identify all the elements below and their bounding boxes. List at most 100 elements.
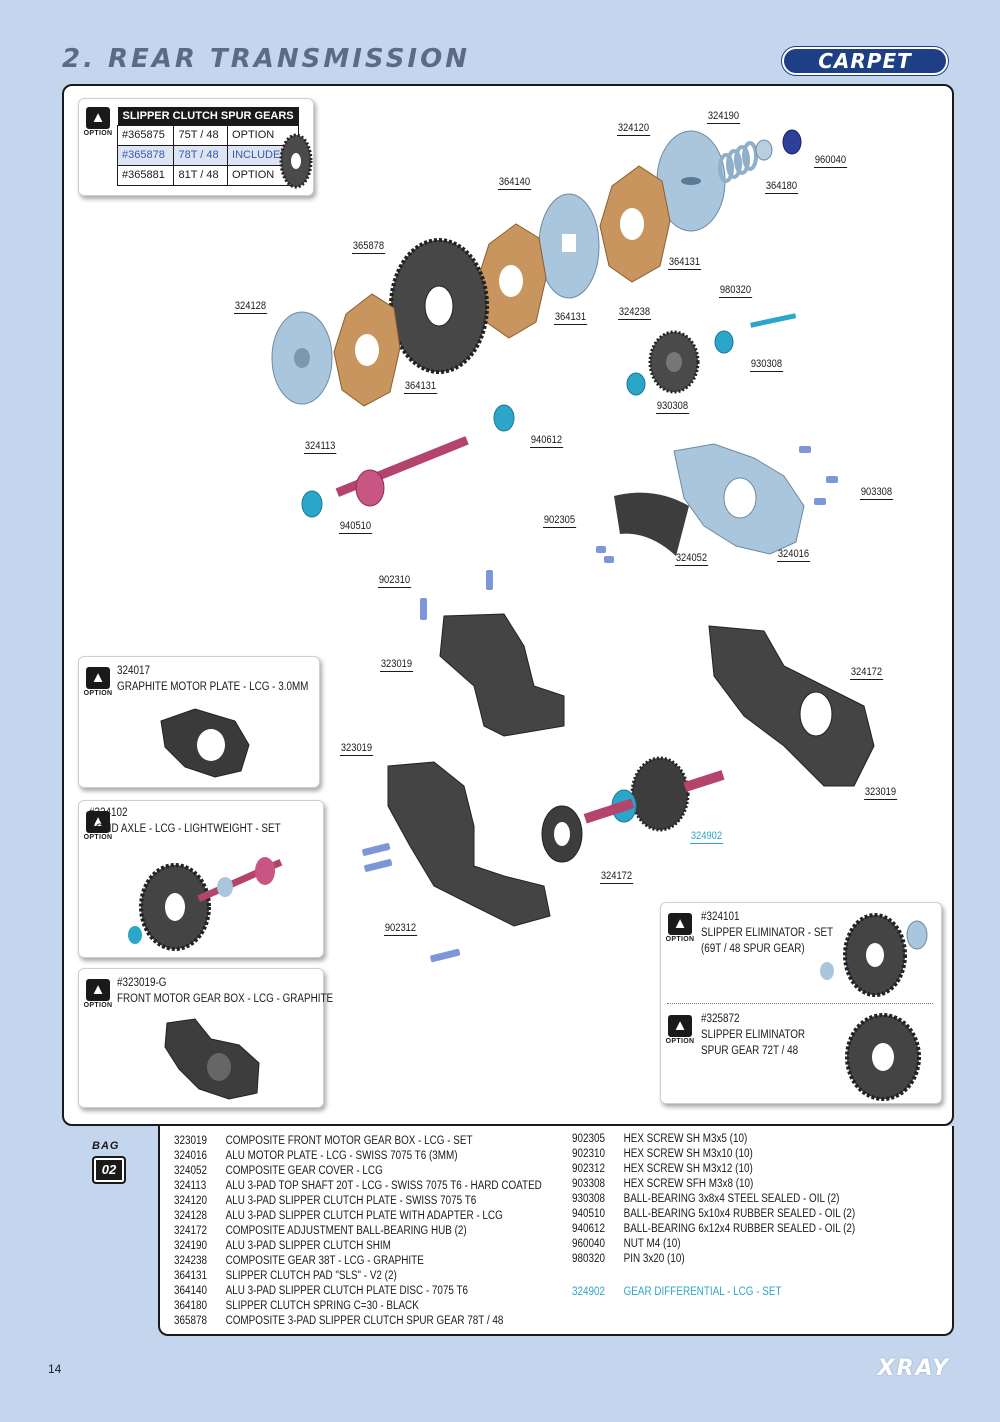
option-label: OPTION bbox=[665, 1038, 695, 1045]
callout-label: 940612 bbox=[530, 434, 563, 448]
callout-label: 364180 bbox=[765, 180, 798, 194]
spur-table-header: SLIPPER CLUTCH SPUR GEARS bbox=[117, 107, 299, 125]
callout-label: 902305 bbox=[543, 514, 576, 528]
gearbox-upper-shape bbox=[439, 613, 565, 737]
callout-label: 323019 bbox=[340, 742, 373, 756]
option-description: FRONT MOTOR GEAR BOX - LCG - GRAPHITE bbox=[117, 993, 334, 1005]
table-cell-ratio: 75T / 48 bbox=[173, 124, 229, 146]
option-part-number: #324101 bbox=[701, 911, 740, 923]
callout-label: 364140 bbox=[498, 176, 531, 190]
table-cell-status: OPTION bbox=[227, 124, 300, 146]
callout-label: 930308 bbox=[750, 358, 783, 372]
callout-label: 902310 bbox=[378, 574, 411, 588]
bearing-shape bbox=[714, 330, 734, 354]
callout-label: 324172 bbox=[600, 870, 633, 884]
option-description: SLIPPER ELIMINATOR bbox=[701, 1029, 806, 1041]
option-label: OPTION bbox=[665, 936, 695, 943]
page-number: 14 bbox=[48, 1362, 62, 1376]
option-description-2: SPUR GEAR 72T / 48 bbox=[701, 1045, 799, 1057]
option-part-number: #324102 bbox=[89, 807, 128, 819]
table-cell-part: #365878 bbox=[116, 144, 175, 166]
brand-logo: XRAY bbox=[877, 1356, 950, 1381]
thumbs-up-icon: ▲ bbox=[86, 107, 110, 129]
option-label: OPTION bbox=[83, 834, 113, 841]
option-box-slipper-spur-gears: ▲ OPTION SLIPPER CLUTCH SPUR GEARS #3658… bbox=[78, 98, 314, 196]
table-cell-part: #365881 bbox=[116, 164, 175, 186]
callout-label-differential: 324902 bbox=[690, 830, 723, 844]
callout-label: 324052 bbox=[675, 552, 708, 566]
bag-number: 02 bbox=[92, 1156, 126, 1184]
option-label: OPTION bbox=[83, 130, 113, 137]
callout-label: 930308 bbox=[656, 400, 689, 414]
thumbs-up-icon: ▲ bbox=[668, 913, 692, 935]
callout-label: 324016 bbox=[777, 548, 810, 562]
callout-label: 364131 bbox=[404, 380, 437, 394]
option-part-number: 324017 bbox=[117, 665, 151, 677]
callout-label: 940510 bbox=[339, 520, 372, 534]
gear-box-thumbnail bbox=[164, 1018, 260, 1100]
thumbs-up-icon: ▲ bbox=[86, 979, 110, 1001]
bag-label: BAG bbox=[92, 1140, 120, 1152]
option-box-motor-plate: ▲ OPTION 324017 GRAPHITE MOTOR PLATE - L… bbox=[78, 656, 320, 788]
table-row: #365878 78T / 48 INCLUDED bbox=[116, 144, 300, 166]
gearbox-lower-shape bbox=[387, 761, 551, 927]
table-row: #365875 75T / 48 OPTION bbox=[116, 124, 300, 146]
table-cell-ratio: 78T / 48 bbox=[173, 144, 229, 166]
callout-label: 324190 bbox=[707, 110, 740, 124]
option-description-2: (69T / 48 SPUR GEAR) bbox=[701, 943, 805, 955]
option-marker: ▲ OPTION bbox=[83, 811, 113, 841]
callout-label: 364131 bbox=[554, 311, 587, 325]
option-marker: ▲ OPTION bbox=[665, 1015, 695, 1045]
thumbs-up-icon: ▲ bbox=[86, 811, 110, 833]
callout-label: 324238 bbox=[618, 306, 651, 320]
option-description: GRAPHITE MOTOR PLATE - LCG - 3.0MM bbox=[117, 681, 309, 693]
pin-shape bbox=[750, 313, 797, 328]
bag-column: BAG 02 bbox=[62, 1126, 158, 1336]
callout-label: 324120 bbox=[617, 122, 650, 136]
callout-label: 980320 bbox=[719, 284, 752, 298]
callout-label: 364131 bbox=[668, 256, 701, 270]
page-title: 2. REAR TRANSMISSION bbox=[62, 44, 470, 74]
divider bbox=[667, 1003, 933, 1004]
solid-axle-thumbnail bbox=[128, 857, 283, 951]
callout-label: 902312 bbox=[384, 922, 417, 936]
callout-label: 903308 bbox=[860, 486, 893, 500]
gearbox-right-shape bbox=[708, 625, 875, 787]
carpet-badge: CARPET bbox=[782, 47, 948, 75]
spur-gear-table: SLIPPER CLUTCH SPUR GEARS #365875 75T / … bbox=[116, 107, 300, 186]
callout-label: 324172 bbox=[850, 666, 883, 680]
screws-shape bbox=[362, 446, 838, 963]
thumbs-up-icon: ▲ bbox=[668, 1015, 692, 1037]
option-box-solid-axle: ▲ OPTION #324102 SOLID AXLE - LCG - LIGH… bbox=[78, 800, 324, 958]
callout-label: 324113 bbox=[304, 440, 337, 454]
nut-shape bbox=[782, 129, 802, 155]
option-marker: ▲ OPTION bbox=[83, 979, 113, 1009]
spur-gear-thumbnail bbox=[279, 133, 313, 189]
callout-label: 324128 bbox=[234, 300, 267, 314]
thumbs-up-icon: ▲ bbox=[86, 667, 110, 689]
option-box-slipper-eliminator: ▲ OPTION #324101 SLIPPER ELIMINATOR - SE… bbox=[660, 902, 942, 1104]
option-marker: ▲ OPTION bbox=[665, 913, 695, 943]
